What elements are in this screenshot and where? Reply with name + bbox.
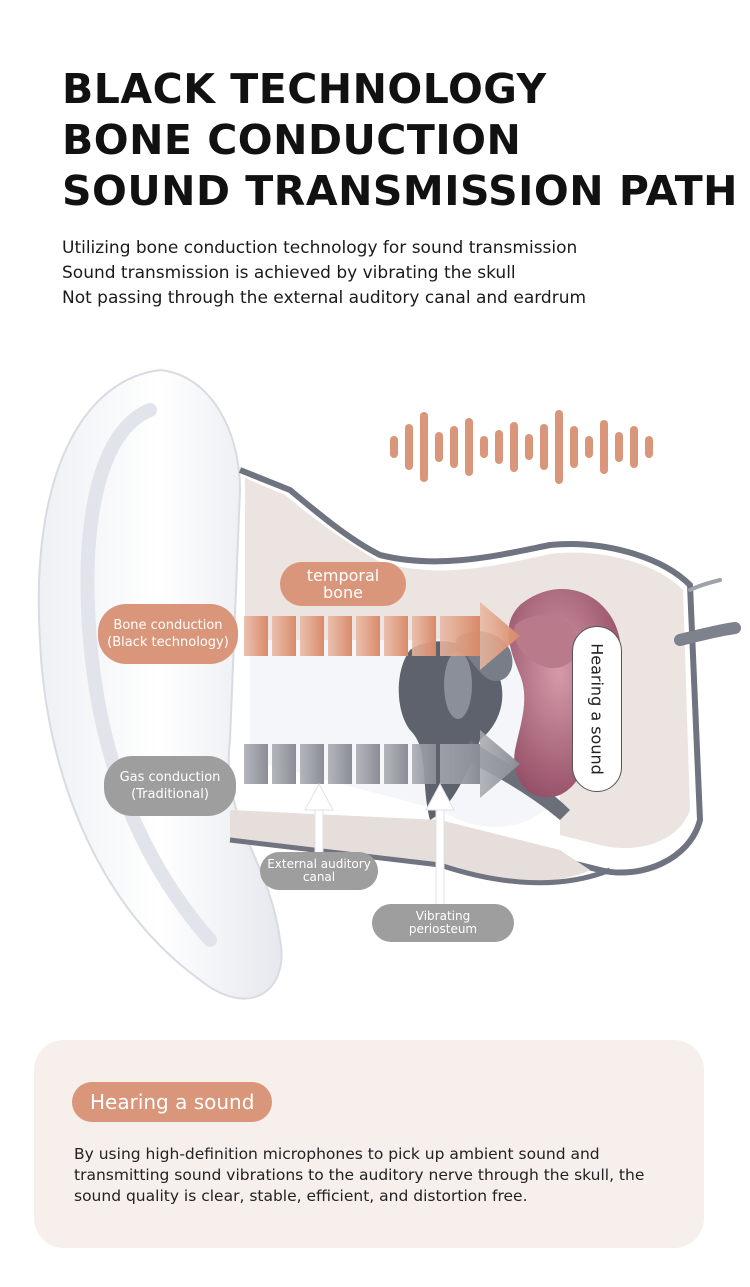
- gas-conduction-label: Gas conduction (Traditional): [104, 756, 236, 816]
- arrow-up-icon: [304, 782, 455, 909]
- title-line-3: SOUND TRANSMISSION PATH: [62, 167, 738, 215]
- card-description: By using high-definition microphones to …: [74, 1145, 645, 1205]
- page-title: BLACK TECHNOLOGY BONE CONDUCTION SOUND T…: [62, 64, 738, 217]
- card-badge: Hearing a sound: [72, 1082, 273, 1122]
- subtitle-line-2: Sound transmission is achieved by vibrat…: [62, 263, 516, 283]
- bone-conduction-label: Bone conduction (Black technology): [98, 604, 238, 664]
- title-line-2: BONE CONDUCTION: [62, 116, 522, 164]
- outer-ear-shape: [37, 368, 283, 1000]
- subtitle-line-3: Not passing through the external auditor…: [62, 288, 587, 308]
- title-line-1: BLACK TECHNOLOGY: [62, 65, 547, 113]
- sound-wave-icon: [390, 410, 653, 484]
- subtitle: Utilizing bone conduction technology for…: [62, 236, 586, 311]
- external-auditory-canal-label: External auditory canal: [260, 852, 378, 890]
- subtitle-line-1: Utilizing bone conduction technology for…: [62, 238, 578, 258]
- hearing-a-sound-vertical-label: Hearing a sound: [572, 626, 622, 792]
- temporal-bone-label: temporal bone: [280, 562, 406, 606]
- vibrating-periosteum-label: Vibrating periosteum: [372, 904, 514, 942]
- bone-conduction-diagram: temporal bone Bone conduction (Black tec…: [0, 340, 750, 1020]
- gas-conduction-arrow: [244, 730, 520, 798]
- bone-conduction-arrow: [244, 602, 520, 670]
- info-card: Hearing a sound By using high-definition…: [34, 1040, 704, 1248]
